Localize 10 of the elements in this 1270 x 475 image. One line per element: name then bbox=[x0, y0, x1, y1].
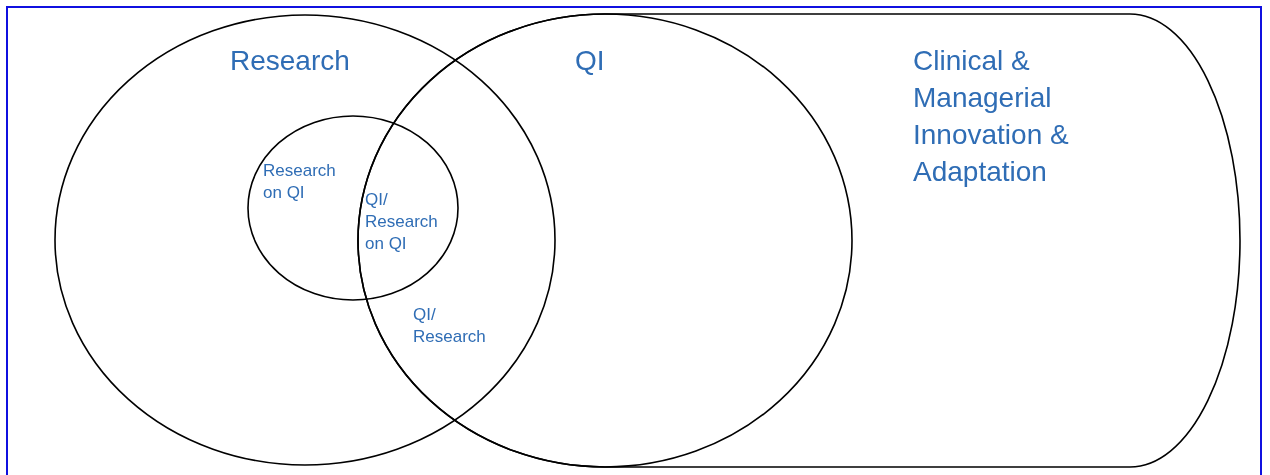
region-label: QI/ Research bbox=[413, 304, 487, 348]
venn-circle bbox=[55, 15, 555, 465]
region-title: Research bbox=[230, 44, 351, 78]
venn-circle bbox=[358, 14, 852, 467]
region-label: Research on QI bbox=[263, 160, 337, 204]
venn-circle bbox=[248, 116, 458, 300]
rounded-region bbox=[358, 14, 1240, 467]
region-title: Clinical & Managerial Innovation & Adaptation bbox=[913, 44, 1070, 189]
region-title: QI bbox=[575, 44, 606, 78]
region-label: QI/ Research on QI bbox=[365, 189, 439, 255]
